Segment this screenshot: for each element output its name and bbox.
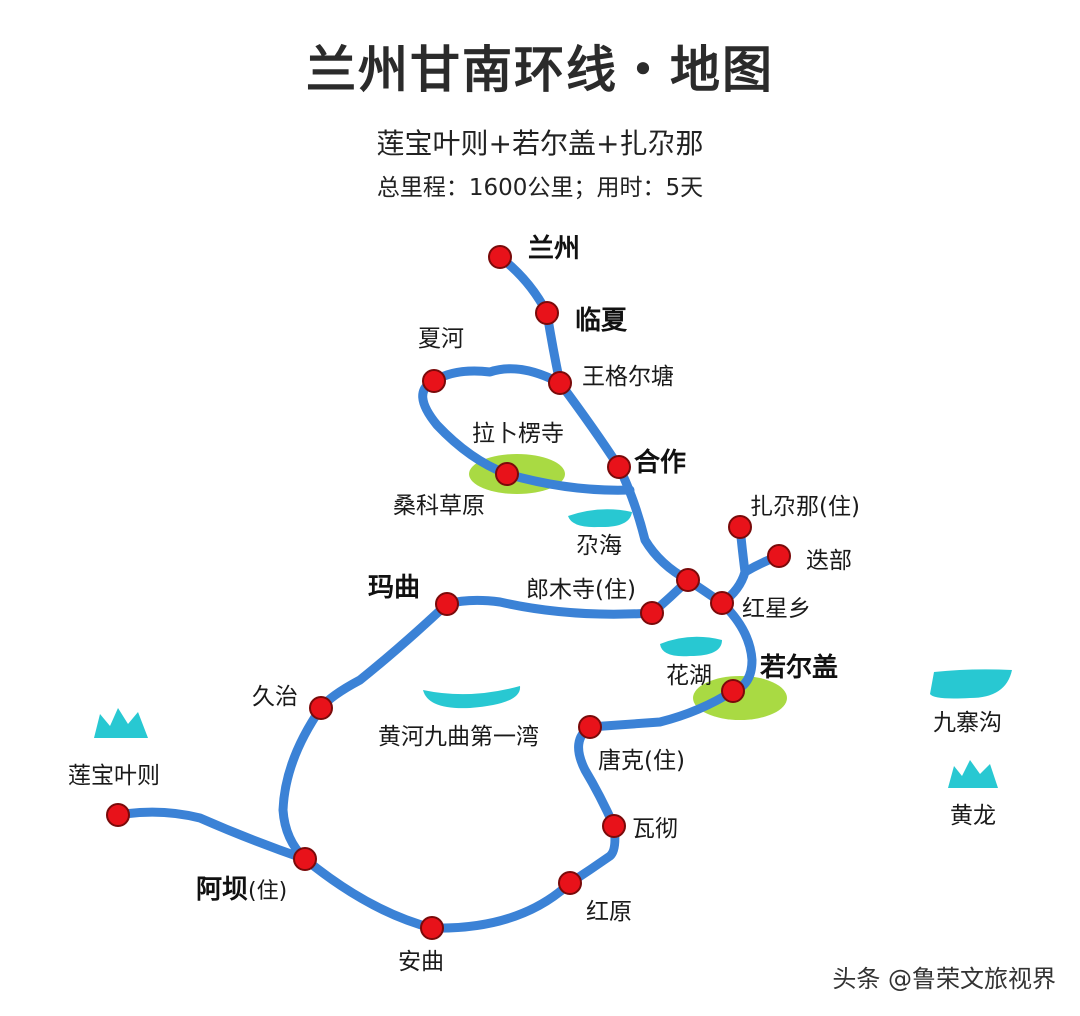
label-aba-stay: (住) — [248, 879, 287, 904]
label-huanglong: 黄龙 — [950, 803, 996, 829]
stop-junction-marker[interactable] — [676, 568, 700, 592]
route-xiahe-loop — [418, 364, 635, 495]
label-jiuzhi: 久治 — [252, 684, 298, 710]
label-linxia: 临夏 — [575, 305, 628, 336]
label-langmusi: 郎木寺(住) — [526, 577, 636, 603]
stop-linxia-marker[interactable] — [535, 301, 559, 325]
stop-sangke-marker[interactable] — [495, 462, 519, 486]
stop-tangke-marker[interactable] — [578, 715, 602, 739]
stop-maqu-marker[interactable] — [435, 592, 459, 616]
lianbao-mountain-icon — [94, 708, 148, 738]
label-zhagana: 扎尕那(住) — [750, 494, 860, 520]
yellow-river-bend — [423, 686, 521, 709]
stop-hongxingxiang-marker[interactable] — [710, 591, 734, 615]
stop-langmusi-marker[interactable] — [640, 601, 664, 625]
stop-anqu-marker[interactable] — [420, 916, 444, 940]
label-lianbaoyeze: 莲宝叶则 — [68, 763, 160, 789]
huanglong-mountain-icon — [948, 760, 998, 788]
label-labulengsi: 拉卜楞寺 — [472, 421, 564, 447]
label-tangke: 唐克(住) — [598, 748, 685, 774]
label-waqie: 瓦彻 — [632, 816, 678, 842]
label-gahai: 尕海 — [576, 533, 622, 559]
watermark: 头条 @鲁荣文旅视界 — [832, 965, 1056, 993]
label-diebu: 迭部 — [806, 548, 852, 574]
gahai-lake — [568, 509, 632, 528]
stop-lanzhou-marker[interactable] — [488, 245, 512, 269]
label-jiuzhaigou: 九寨沟 — [933, 710, 1002, 736]
label-wanggeertang: 王格尔塘 — [582, 364, 674, 390]
stop-wanggeertang-marker[interactable] — [548, 371, 572, 395]
label-hongxingxiang: 红星乡 — [742, 596, 811, 622]
label-huahu: 花湖 — [666, 663, 712, 689]
route-langmusi-maqu — [442, 575, 693, 619]
route-lianbaoyeze — [113, 807, 310, 864]
stop-ruoergai-marker[interactable] — [721, 679, 745, 703]
label-hezuo: 合作 — [634, 447, 686, 478]
huahu-lake — [660, 636, 722, 657]
stop-hezuo-marker[interactable] — [607, 455, 631, 479]
stop-xiahe-marker[interactable] — [422, 369, 446, 393]
label-maqu: 玛曲 — [368, 573, 420, 603]
map-title: 兰州甘南环线・地图 — [306, 41, 774, 99]
stop-aba-marker[interactable] — [293, 847, 317, 871]
label-aba: 阿坝(住) — [196, 875, 287, 905]
stop-diebu-marker[interactable] — [767, 544, 791, 568]
stop-waqie-marker[interactable] — [602, 814, 626, 838]
label-anqu: 安曲 — [398, 949, 444, 975]
stop-lianbaoyeze-marker[interactable] — [106, 803, 130, 827]
stop-zhagana-marker[interactable] — [728, 515, 752, 539]
map-subtitle: 莲宝叶则+若尔盖+扎尕那 — [376, 127, 704, 160]
stop-jiuzhi-marker[interactable] — [309, 696, 333, 720]
label-aba-name: 阿坝 — [196, 875, 248, 905]
stop-hongyuan-marker[interactable] — [558, 871, 582, 895]
label-sangkecaoyuan: 桑科草原 — [393, 493, 485, 519]
label-ruoergai: 若尔盖 — [760, 652, 838, 683]
label-hongyuan: 红原 — [586, 899, 632, 925]
label-huanghejiuqu: 黄河九曲第一湾 — [378, 724, 539, 750]
trip-summary: 总里程：1600公里；用时：5天 — [376, 175, 704, 201]
jiuzhaigou-lake-icon — [930, 669, 1012, 699]
stop-markers — [106, 245, 791, 940]
route-tangke-hongyuan — [565, 686, 738, 888]
label-xiahe: 夏河 — [418, 326, 464, 352]
label-lanzhou: 兰州 — [528, 234, 580, 264]
